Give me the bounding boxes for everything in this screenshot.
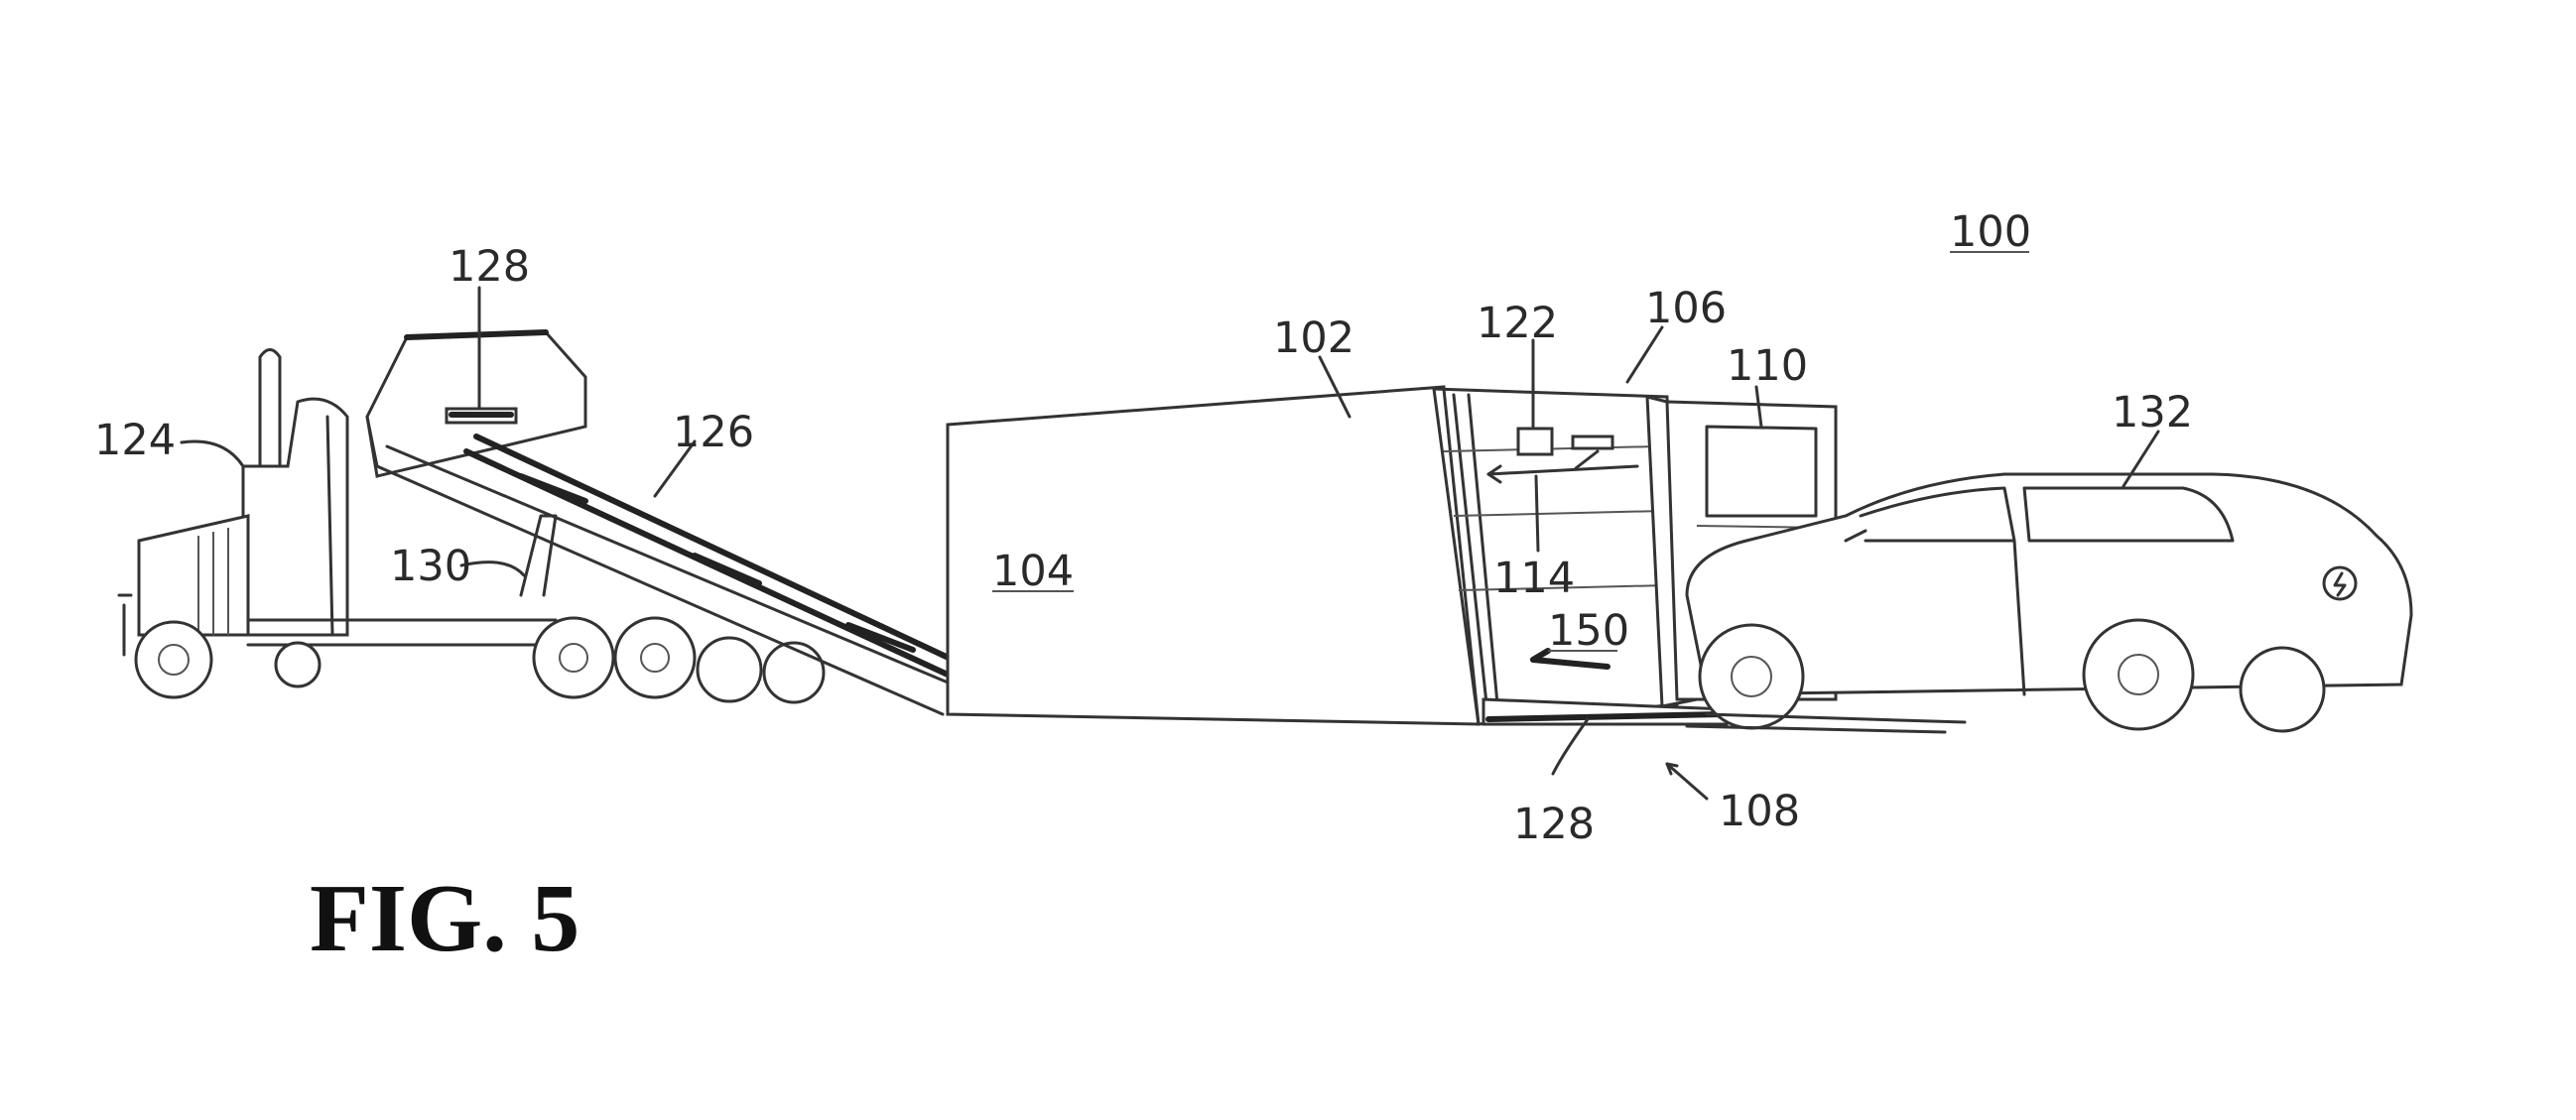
label-100: 100 [1950, 207, 2031, 257]
label-110: 110 [1727, 341, 1808, 391]
tow-truck [117, 348, 826, 704]
label-106: 106 [1645, 284, 1727, 333]
leader-lines [180, 286, 2160, 801]
label-122: 122 [1477, 299, 1558, 348]
label-150: 150 [1548, 606, 1629, 656]
label-128-top: 128 [449, 242, 530, 292]
label-128-bottom: 128 [1513, 800, 1595, 849]
label-124: 124 [94, 416, 176, 465]
label-114: 114 [1493, 554, 1575, 603]
label-108: 108 [1719, 787, 1800, 836]
label-130: 130 [390, 542, 471, 591]
label-104: 104 [992, 547, 1074, 596]
label-126: 126 [673, 408, 754, 457]
label-102: 102 [1273, 313, 1354, 363]
truck-bed [365, 329, 956, 716]
container [946, 385, 1729, 726]
figure-caption: FIG. 5 [310, 865, 580, 972]
electric-vehicle [1685, 472, 2413, 734]
label-132: 132 [2112, 388, 2193, 437]
